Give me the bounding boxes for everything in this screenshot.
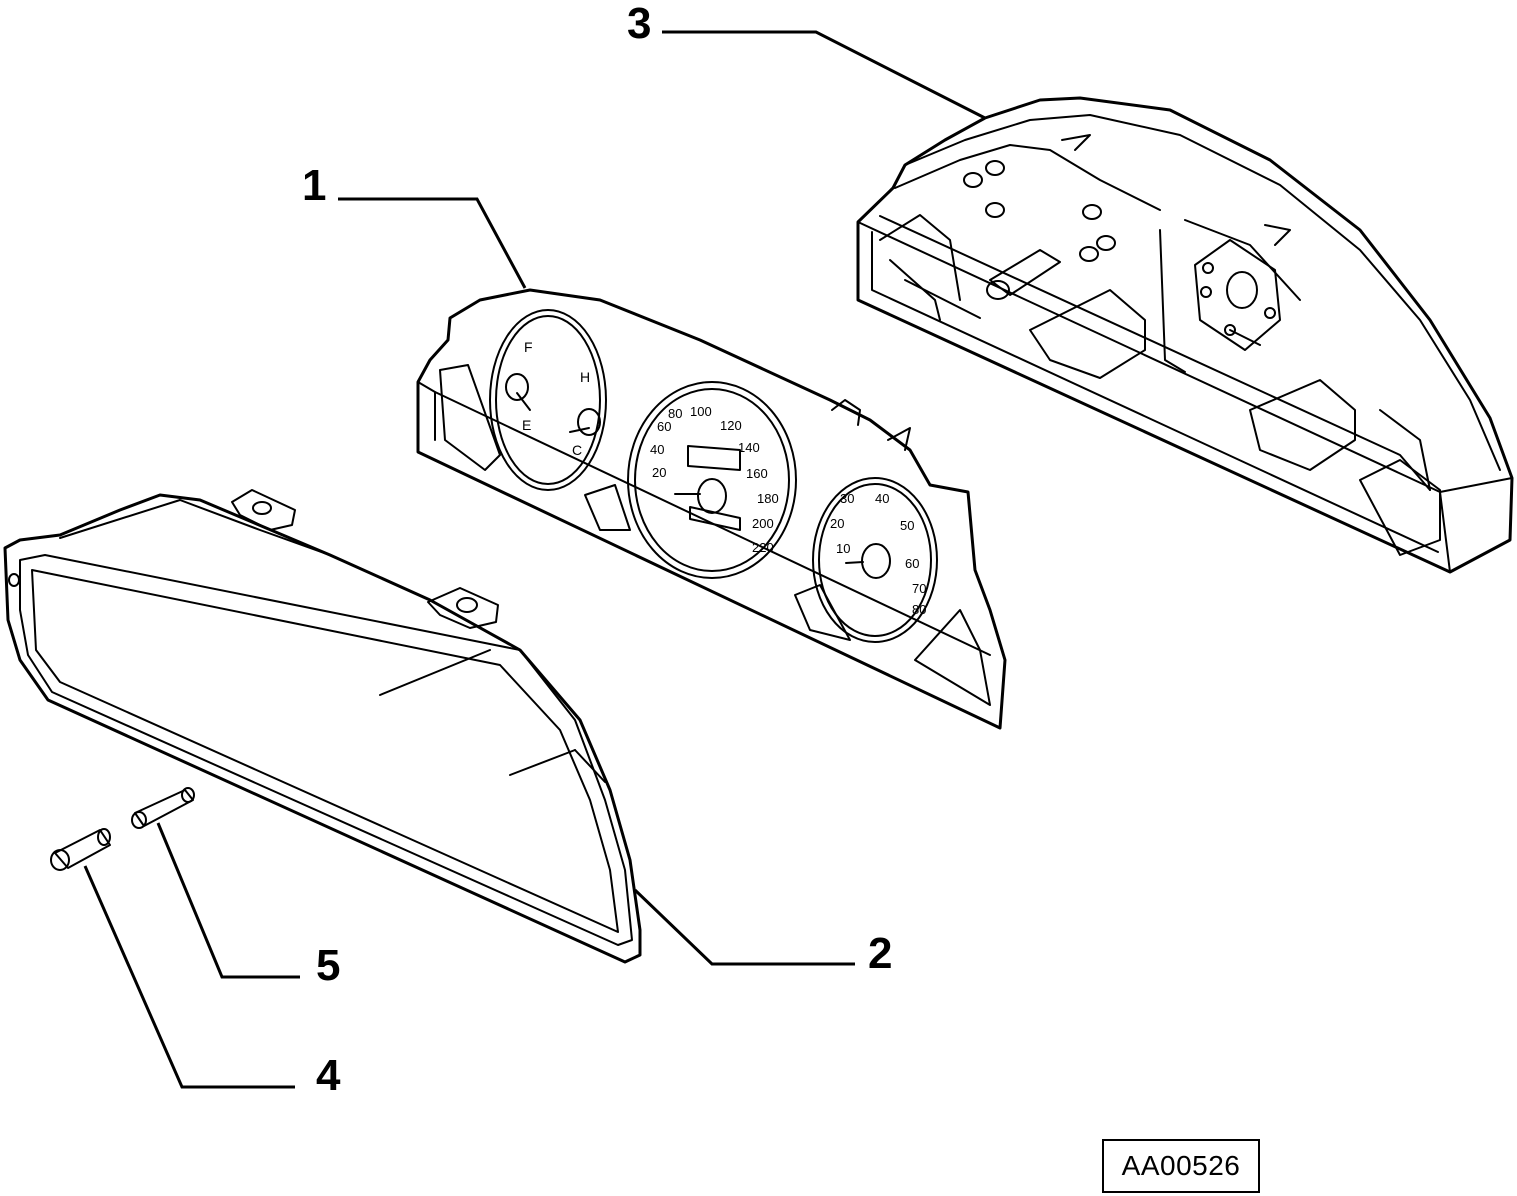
- callout-4: 4: [316, 1051, 341, 1100]
- part-5-bulb: [131, 787, 195, 829]
- speed-label-60: 60: [657, 419, 671, 434]
- leader-line-2: [633, 888, 855, 966]
- fuel-full-label: F: [524, 339, 533, 355]
- part-3-rear-housing: [856, 96, 1514, 574]
- tacho-label-40: 40: [875, 491, 889, 506]
- tacho-label-60: 60: [905, 556, 919, 571]
- callout-2: 2: [868, 929, 892, 978]
- leader-line-5: [156, 822, 300, 979]
- leader-lines: [83, 30, 986, 1089]
- tacho-label-80: 80: [912, 602, 926, 617]
- speed-label-100: 100: [690, 404, 712, 419]
- part-1-dial-face: F E H C 20 40 60 80 100 120 140 160 180 …: [416, 288, 1007, 730]
- tacho-label-50: 50: [900, 518, 914, 533]
- reference-code-box: AA00526: [1102, 1139, 1260, 1193]
- tacho-label-10: 10: [836, 541, 850, 556]
- tacho-label-20: 20: [830, 516, 844, 531]
- leader-line-1: [338, 197, 527, 289]
- speed-label-160: 160: [746, 466, 768, 481]
- reference-code: AA00526: [1121, 1150, 1241, 1181]
- callout-1: 1: [302, 161, 326, 210]
- callout-3: 3: [627, 0, 651, 48]
- speed-label-120: 120: [720, 418, 742, 433]
- part-2-front-bezel: [3, 489, 642, 964]
- part-4-bulb: [50, 828, 111, 871]
- speed-label-40: 40: [650, 442, 664, 457]
- tacho-label-70: 70: [912, 581, 926, 596]
- callout-5: 5: [316, 941, 340, 990]
- speed-label-80: 80: [668, 406, 682, 421]
- speed-label-220: 220: [752, 540, 774, 555]
- speed-label-180: 180: [757, 491, 779, 506]
- leader-line-4: [83, 865, 295, 1089]
- temp-hot-label: H: [580, 369, 590, 385]
- leader-line-3: [662, 30, 986, 120]
- temp-cold-label: C: [572, 442, 582, 458]
- tacho-label-30: 30: [840, 491, 854, 506]
- speed-label-20: 20: [652, 465, 666, 480]
- speed-label-200: 200: [752, 516, 774, 531]
- speed-label-140: 140: [738, 440, 760, 455]
- fuel-empty-label: E: [522, 417, 531, 433]
